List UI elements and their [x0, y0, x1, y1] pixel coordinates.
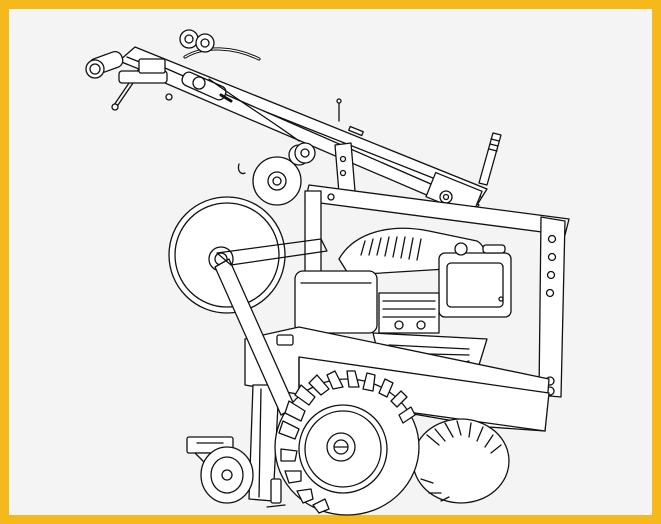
- handle-bar: [118, 46, 488, 217]
- lower-hardware: [266, 478, 286, 508]
- machine-illustration-svg: [85, 29, 570, 516]
- throttle-lever: [478, 132, 502, 186]
- upright-frame: [304, 142, 570, 398]
- main-tire: [274, 370, 420, 516]
- drive-pulley: [168, 196, 328, 416]
- machine-line-drawing: [18, 18, 661, 524]
- rear-tire-far: [412, 418, 510, 504]
- idler-pulleys: [237, 142, 316, 206]
- caster-wheel: [186, 436, 254, 504]
- engine: [294, 227, 512, 369]
- handle-grip-controls: [85, 29, 300, 142]
- chassis-deck: [244, 326, 550, 502]
